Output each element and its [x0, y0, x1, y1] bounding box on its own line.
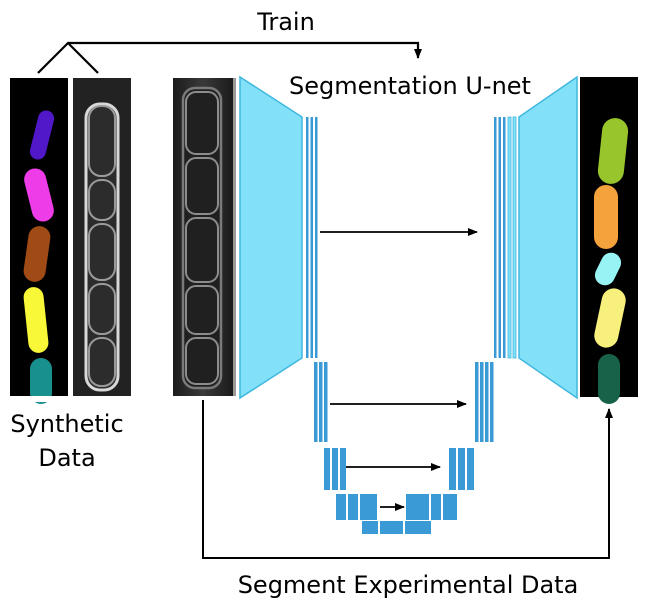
- synthetic-phase-image: [73, 78, 131, 396]
- synthetic-cell-5: [30, 358, 52, 404]
- segment-experimental-data-label: Segment Experimental Data: [238, 571, 579, 599]
- synthetic-cell-3: [23, 226, 51, 282]
- segment-arrow: [202, 400, 613, 559]
- skip-connections: [320, 228, 478, 511]
- decoder-level-2-bars: [475, 362, 494, 442]
- segmented-cell-4: [594, 288, 626, 348]
- decoder-block: [518, 75, 578, 400]
- unet-title: Segmentation U-net: [289, 72, 531, 100]
- synthetic-mask-image: [10, 78, 68, 404]
- bottleneck-blocks: [336, 494, 457, 534]
- synthetic-cell-4: [23, 287, 49, 353]
- decoder-level-3-bars: [449, 448, 474, 490]
- encoder-level-2-bars: [314, 362, 328, 442]
- encoder-level-1-bars: [306, 117, 318, 358]
- segmented-cell-2: [594, 185, 618, 249]
- segmented-cell-1: [597, 118, 629, 184]
- decoder-level-1-bars: [494, 116, 517, 359]
- train-label: Train: [256, 8, 315, 36]
- encoder-block: [239, 75, 303, 400]
- segmented-mask-image: [580, 77, 638, 404]
- synthetic-cell-2: [24, 168, 54, 222]
- segmented-cell-5: [598, 354, 620, 404]
- experimental-phase-image: [173, 78, 236, 396]
- train-arrow: [37, 41, 422, 74]
- synthetic-data-label-line2: Data: [38, 444, 95, 472]
- encoder-level-3-bars: [324, 448, 346, 490]
- synthetic-cell-1: [29, 110, 55, 160]
- segmented-cell-3: [594, 252, 622, 286]
- synthetic-data-label-line1: Synthetic: [10, 410, 123, 438]
